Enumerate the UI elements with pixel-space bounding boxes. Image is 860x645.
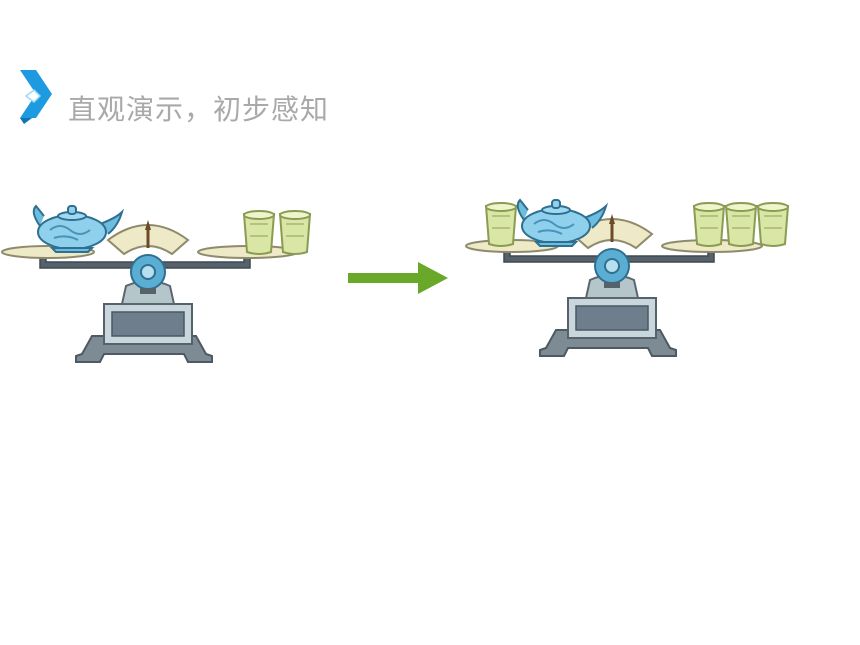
cup-icon bbox=[485, 202, 517, 247]
cup-icon bbox=[279, 210, 311, 255]
balance-scale-right bbox=[464, 199, 789, 358]
slide-title: 直观演示，初步感知 bbox=[68, 93, 330, 126]
balance-scale-left bbox=[0, 205, 311, 364]
right-arrow-icon bbox=[348, 262, 448, 294]
chevron-bullet-icon bbox=[20, 70, 52, 124]
cup-icon bbox=[757, 202, 789, 247]
slide-header: 直观演示，初步感知 bbox=[18, 66, 438, 130]
cup-icon bbox=[693, 202, 725, 247]
cup-icon bbox=[725, 202, 757, 247]
cup-icon bbox=[243, 210, 275, 255]
